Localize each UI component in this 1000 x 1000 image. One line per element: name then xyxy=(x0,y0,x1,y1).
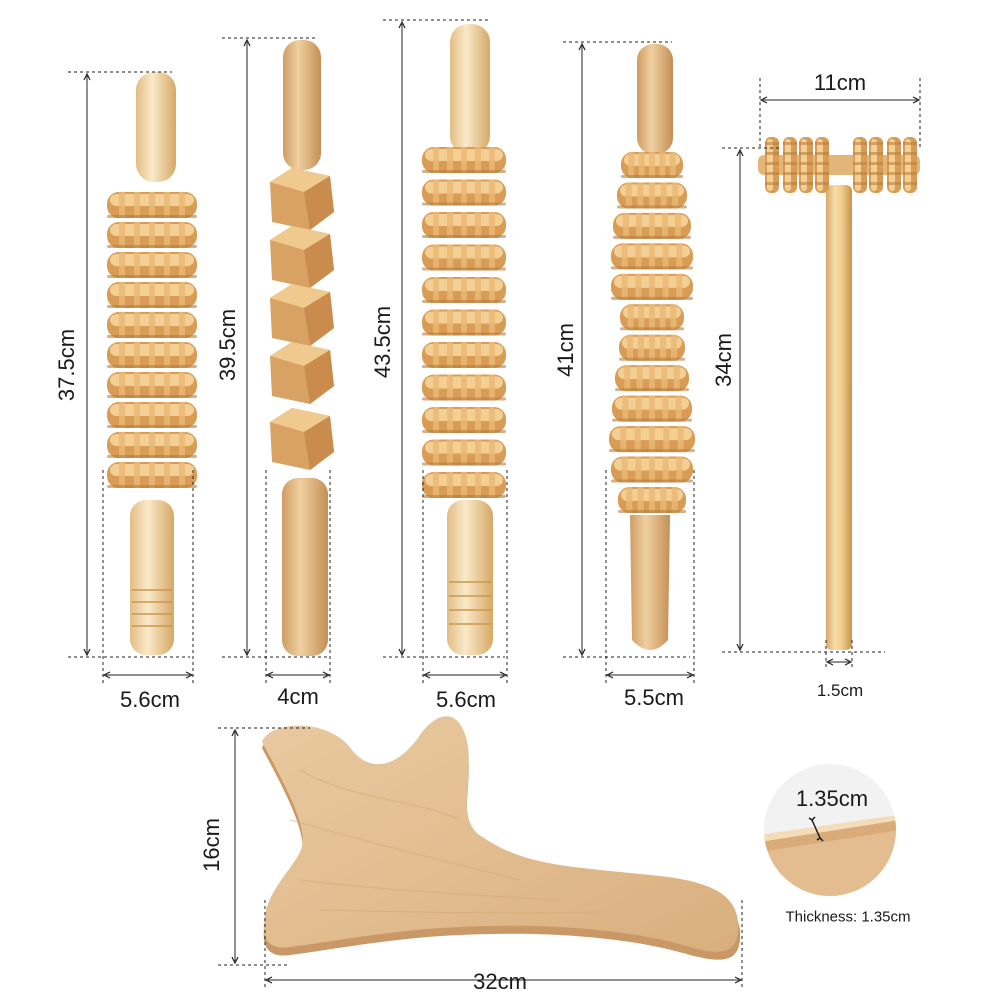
roller-disc xyxy=(107,192,197,218)
roller-disc xyxy=(869,137,883,193)
roller-disc xyxy=(615,365,689,392)
tool4-height-label: 41cm xyxy=(553,323,578,377)
spiked-roller-2 xyxy=(422,24,506,655)
tool4-width-label: 5.5cm xyxy=(624,685,684,710)
roller-disc xyxy=(107,282,197,308)
roller-disc xyxy=(107,462,197,488)
tool1-height-label: 37.5cm xyxy=(54,328,79,402)
board-width-label: 32cm xyxy=(473,969,527,994)
roller-disc xyxy=(611,456,693,483)
roller-disc xyxy=(903,137,917,193)
roller-disc xyxy=(853,137,867,193)
troller-handle-width-label: 1.5cm xyxy=(816,681,864,700)
roller-disc xyxy=(422,374,506,401)
roller-disc xyxy=(815,137,829,193)
troller-height-label: 34cm xyxy=(711,333,736,387)
spiked-roller-1 xyxy=(107,72,197,655)
tool2-width-label: 4cm xyxy=(277,684,319,709)
dimension-lines xyxy=(68,19,921,990)
roller-disc xyxy=(618,487,686,513)
roller-disc xyxy=(620,304,684,331)
roller-disc xyxy=(422,244,506,271)
t-roller xyxy=(758,137,920,650)
roller-disc xyxy=(619,334,685,361)
board-height-label: 16cm xyxy=(199,818,224,872)
thickness-value-label: 1.35cm xyxy=(795,786,869,811)
roller-disc xyxy=(107,312,197,338)
scraping-board xyxy=(262,716,741,960)
roller-cube xyxy=(270,284,334,346)
roller-disc xyxy=(617,182,687,209)
roller-disc xyxy=(422,472,506,498)
roller-disc xyxy=(107,432,197,458)
roller-disc xyxy=(107,402,197,428)
roller-disc xyxy=(422,439,506,466)
roller-disc xyxy=(765,137,779,193)
roller-disc xyxy=(422,277,506,303)
roller-disc xyxy=(107,342,197,368)
cube-roller xyxy=(270,40,334,656)
roller-disc xyxy=(422,212,506,238)
roller-cube xyxy=(270,226,334,288)
roller-disc xyxy=(422,147,506,173)
dimension-arrowheads xyxy=(83,20,921,984)
roller-disc xyxy=(422,309,506,336)
roller-disc xyxy=(613,212,691,239)
thickness-caption: Thickness: 1.35cm xyxy=(785,908,911,926)
troller-head-width-label: 11cm xyxy=(813,70,867,95)
roller-disc xyxy=(107,372,197,398)
roller-disc xyxy=(611,273,693,300)
roller-disc xyxy=(887,137,901,193)
roller-disc xyxy=(422,179,506,206)
tapered-roller xyxy=(609,44,695,650)
thickness-detail xyxy=(764,764,896,896)
roller-cube xyxy=(270,408,334,470)
roller-disc xyxy=(612,395,692,422)
roller-disc xyxy=(422,342,506,368)
roller-disc xyxy=(107,252,197,278)
roller-disc xyxy=(799,137,813,193)
roller-disc xyxy=(609,426,695,453)
roller-disc xyxy=(422,407,506,433)
roller-disc xyxy=(107,222,197,248)
roller-disc xyxy=(611,243,693,270)
roller-cube xyxy=(270,168,334,230)
tool2-height-label: 39.5cm xyxy=(215,308,240,382)
roller-disc xyxy=(783,137,797,193)
roller-cube xyxy=(270,342,334,404)
tool3-width-label: 5.6cm xyxy=(436,687,496,712)
roller-disc xyxy=(621,152,683,178)
tool3-height-label: 43.5cm xyxy=(370,305,395,379)
tool1-width-label: 5.6cm xyxy=(120,687,180,712)
